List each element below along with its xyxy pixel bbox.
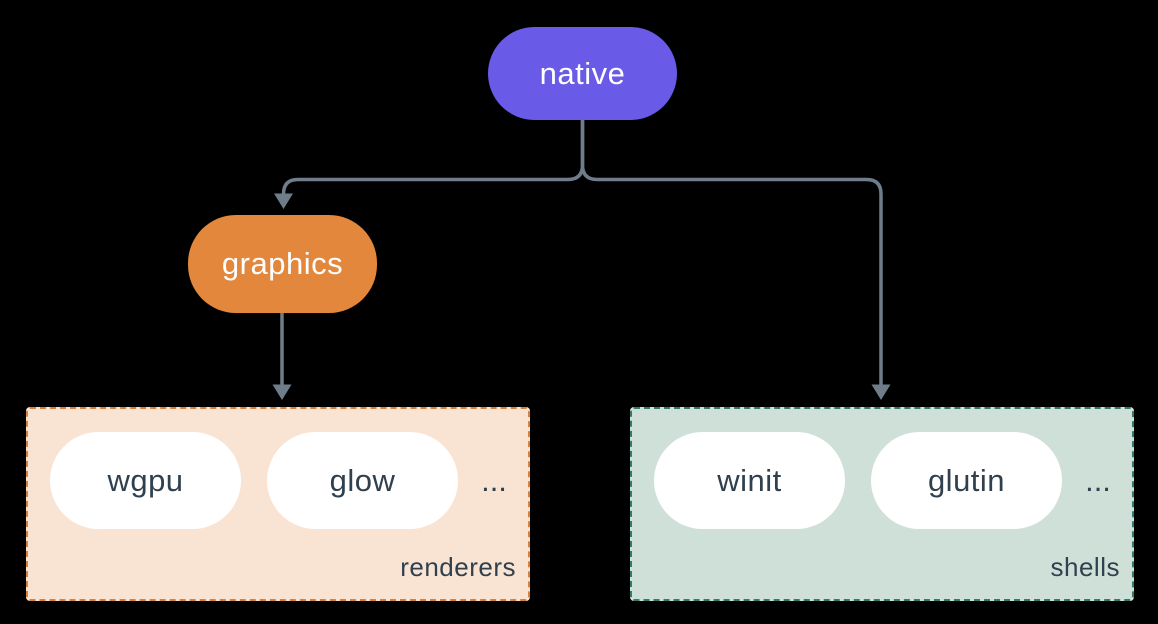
pill-glow: glow [267, 432, 458, 529]
pill-wgpu: wgpu [50, 432, 241, 529]
arrowhead-renderers-icon [272, 384, 292, 400]
group-renderers-label: renderers [400, 552, 516, 582]
node-graphics-label: graphics [221, 246, 344, 281]
pill-glutin: glutin [871, 432, 1062, 529]
arrowhead-graphics-icon [274, 193, 293, 209]
arrowhead-shells-icon [871, 384, 891, 400]
group-shells: winit glutin ... shells [630, 407, 1134, 601]
pill-winit-label: winit [717, 462, 782, 498]
renderers-ellipsis: ... [481, 462, 507, 498]
pill-wgpu-label: wgpu [107, 462, 184, 498]
node-graphics: graphics [188, 215, 377, 313]
group-shells-label: shells [1050, 552, 1120, 582]
node-native: native [488, 27, 677, 120]
shells-ellipsis: ... [1085, 462, 1111, 498]
edge-native-graphics [281, 120, 585, 195]
group-renderers: wgpu glow ... renderers [26, 407, 530, 601]
pill-glutin-label: glutin [927, 462, 1006, 498]
edge-native-shells [580, 120, 883, 385]
pill-glow-label: glow [329, 462, 396, 498]
pill-winit: winit [654, 432, 845, 529]
node-native-label: native [539, 55, 626, 91]
